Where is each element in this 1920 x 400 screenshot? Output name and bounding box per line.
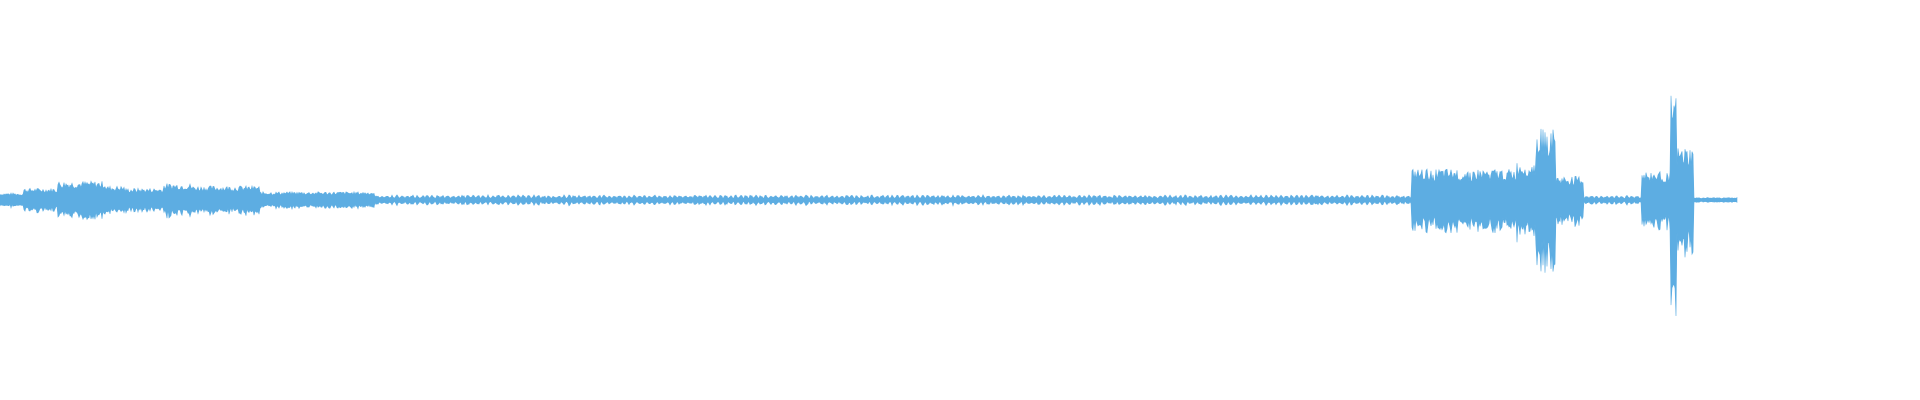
waveform-path [0,95,1738,317]
